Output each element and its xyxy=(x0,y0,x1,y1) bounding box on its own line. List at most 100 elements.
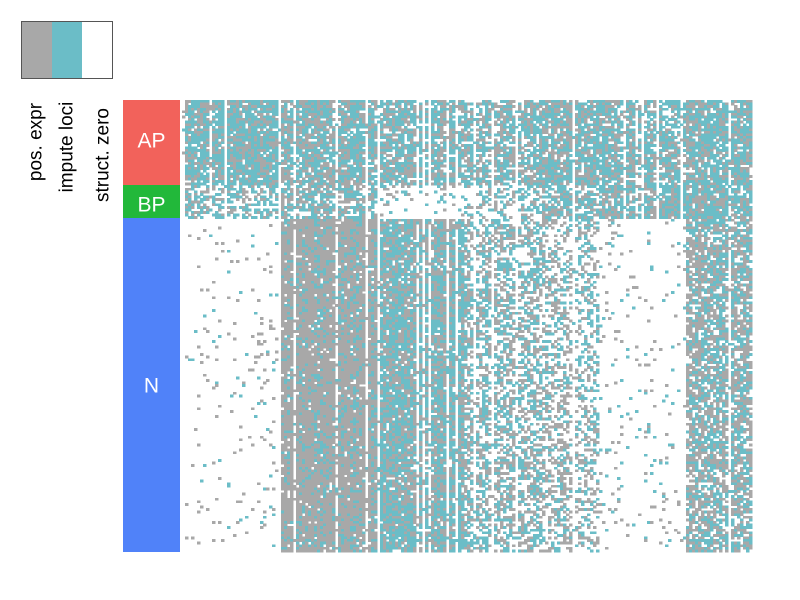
heatmap-cell xyxy=(353,107,357,111)
heatmap-cell xyxy=(278,141,282,145)
heatmap-cell xyxy=(338,474,342,478)
heatmap-cell xyxy=(332,464,336,468)
heatmap-cell xyxy=(320,510,324,514)
heatmap-cell xyxy=(191,154,195,158)
heatmap-cell xyxy=(320,138,324,142)
heatmap-cell xyxy=(329,280,333,284)
heatmap-cell xyxy=(311,376,315,380)
heatmap-cell xyxy=(323,384,327,387)
heatmap-cell xyxy=(296,492,300,496)
heatmap-cell xyxy=(269,141,273,145)
heatmap-cell xyxy=(320,133,324,137)
heatmap-cell xyxy=(314,539,318,542)
heatmap-cell xyxy=(227,332,231,336)
heatmap-cell xyxy=(281,229,285,233)
heatmap-cell xyxy=(323,149,327,152)
heatmap-cell xyxy=(326,244,330,248)
heatmap-cell xyxy=(242,149,246,152)
heatmap-cell xyxy=(311,391,315,395)
heatmap-cell xyxy=(299,329,303,333)
heatmap-cell xyxy=(275,164,279,168)
heatmap-cell xyxy=(314,110,318,114)
heatmap-cell xyxy=(353,376,357,380)
heatmap-cell xyxy=(320,218,324,222)
heatmap-cell xyxy=(323,291,327,295)
heatmap-cell xyxy=(314,407,318,411)
heatmap-cell xyxy=(302,249,306,253)
heatmap-cell xyxy=(311,368,315,372)
heatmap-cell xyxy=(305,278,309,282)
heatmap-cell xyxy=(329,521,333,524)
heatmap-cell xyxy=(332,244,336,248)
heatmap-cell xyxy=(302,536,306,540)
heatmap-cell xyxy=(317,306,321,310)
heatmap-cell xyxy=(299,180,303,183)
heatmap-cell xyxy=(323,138,327,142)
heatmap-cell xyxy=(350,435,354,439)
heatmap-cell xyxy=(341,249,345,253)
heatmap-cell xyxy=(263,164,267,168)
heatmap-cell xyxy=(347,306,351,310)
heatmap-cell xyxy=(299,417,303,421)
heatmap-cell xyxy=(284,471,288,475)
heatmap-cell xyxy=(350,386,354,390)
heatmap-cell xyxy=(221,159,225,163)
heatmap-cell xyxy=(275,185,279,189)
heatmap-cell xyxy=(353,125,357,129)
heatmap-cell xyxy=(311,420,315,424)
heatmap-cell xyxy=(329,456,333,460)
heatmap-cell xyxy=(236,239,240,243)
heatmap-cell xyxy=(281,384,285,387)
heatmap-cell xyxy=(347,267,351,271)
heatmap-cell xyxy=(299,495,303,499)
heatmap-cell xyxy=(323,130,327,134)
heatmap-cell xyxy=(323,102,327,106)
heatmap-cell xyxy=(326,316,330,320)
heatmap-cell xyxy=(341,200,345,204)
heatmap-cell xyxy=(311,249,315,253)
heatmap-cell xyxy=(281,316,285,320)
heatmap-cell xyxy=(308,133,312,137)
heatmap-cell xyxy=(311,291,315,295)
heatmap-cell xyxy=(308,526,312,530)
heatmap-cell xyxy=(326,128,330,132)
heatmap-cell xyxy=(344,358,348,362)
heatmap-cell xyxy=(308,177,312,181)
heatmap-cell xyxy=(329,314,333,318)
heatmap-cell xyxy=(296,252,300,256)
heatmap-cell xyxy=(338,154,342,158)
heatmap-cell xyxy=(308,252,312,256)
heatmap-cell xyxy=(314,528,318,532)
heatmap-cell xyxy=(233,105,237,109)
heatmap-cell xyxy=(263,216,267,220)
heatmap-cell xyxy=(323,270,327,274)
heatmap-cell xyxy=(272,105,276,109)
heatmap-cell xyxy=(311,355,315,359)
heatmap-cell xyxy=(314,500,318,504)
heatmap-cell xyxy=(296,340,300,344)
heatmap-cell xyxy=(305,526,309,530)
heatmap-cell xyxy=(287,342,291,346)
heatmap-cell xyxy=(227,136,231,140)
heatmap-cell xyxy=(269,159,273,163)
heatmap-cell xyxy=(350,252,354,256)
heatmap-cell xyxy=(302,464,306,468)
heatmap-cell xyxy=(233,177,237,181)
heatmap-cell xyxy=(317,353,321,356)
heatmap-cell xyxy=(344,378,348,382)
heatmap-cell xyxy=(251,128,255,132)
heatmap-cell xyxy=(353,425,357,429)
heatmap-cell xyxy=(320,363,324,367)
heatmap-cell xyxy=(230,208,234,212)
heatmap-cell xyxy=(248,185,252,189)
heatmap-cell xyxy=(218,174,222,178)
heatmap-cell xyxy=(281,120,285,124)
heatmap-cell xyxy=(221,112,225,116)
heatmap-cell xyxy=(338,275,342,279)
heatmap-cell xyxy=(233,216,237,220)
heatmap-cell xyxy=(338,451,342,455)
heatmap-cell xyxy=(317,518,321,522)
heatmap-cell xyxy=(257,342,261,346)
heatmap-cell xyxy=(188,195,192,199)
heatmap-cell xyxy=(353,218,357,222)
